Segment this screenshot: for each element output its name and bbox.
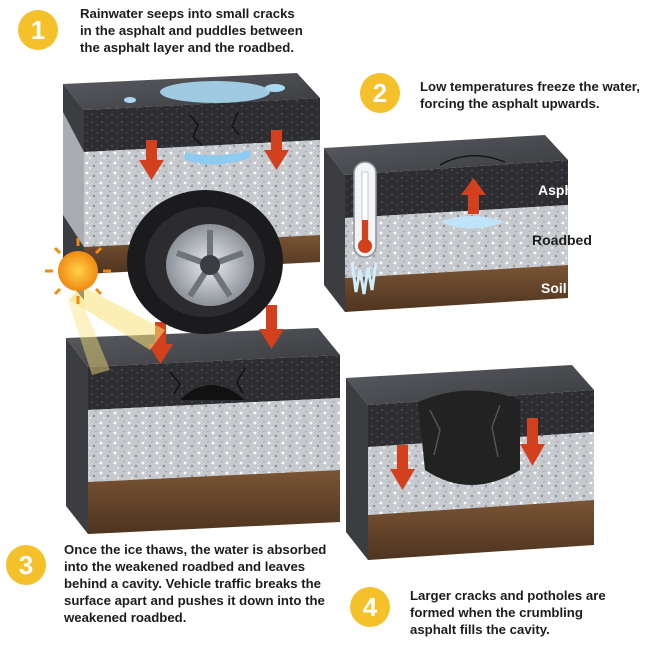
down-arrow-icon <box>390 445 415 490</box>
step-1-caption-line: Rainwater seeps into small cracks <box>80 6 295 21</box>
step-1-badge: 1 <box>18 10 58 50</box>
step-2-caption-line: forcing the asphalt upwards. <box>420 96 600 111</box>
step-4-caption-line: formed when the crumbling <box>410 605 583 620</box>
step-1-caption-line: in the asphalt and puddles between <box>80 23 303 38</box>
sun-icon <box>45 238 165 375</box>
step-2-badge: 2 <box>360 73 400 113</box>
step-3-caption-line: into the weakened roadbed and leaves <box>64 559 306 574</box>
step-2-caption: Low temperatures freeze the water, forci… <box>420 78 640 112</box>
step-3-caption-line: Once the ice thaws, the water is absorbe… <box>64 542 327 557</box>
step-3-caption-line: weakened roadbed. <box>64 610 187 625</box>
step-1-caption-line: the asphalt layer and the roadbed. <box>80 40 294 55</box>
layer-label-soil: Soil <box>541 280 567 296</box>
layer-label-asphalt: Asphalt <box>538 182 590 198</box>
block-step-3 <box>66 305 340 534</box>
block-step-4 <box>346 365 594 560</box>
step-3-badge: 3 <box>6 545 46 585</box>
step-4-badge: 4 <box>350 587 390 627</box>
layer-label-roadbed: Roadbed <box>532 232 592 248</box>
down-arrow-icon <box>139 140 164 180</box>
down-arrow-icon <box>259 305 284 349</box>
step-2-caption-line: Low temperatures freeze the water, <box>420 79 640 94</box>
step-4-caption-line: asphalt fills the cavity. <box>410 622 550 637</box>
step-1-caption: Rainwater seeps into small cracks in the… <box>80 5 303 56</box>
thermometer-icon <box>350 161 378 295</box>
up-arrow-icon <box>461 178 486 214</box>
step-3-caption-line: surface apart and pushes it down into th… <box>64 593 325 608</box>
step-4-caption-line: Larger cracks and potholes are <box>410 588 606 603</box>
block-step-2 <box>324 135 568 312</box>
step-4-caption: Larger cracks and potholes are formed wh… <box>410 587 606 638</box>
down-arrow-icon <box>520 418 545 466</box>
tire-icon <box>127 190 283 334</box>
step-3-caption: Once the ice thaws, the water is absorbe… <box>64 541 326 626</box>
down-arrow-icon <box>264 130 289 170</box>
step-3-caption-line: behind a cavity. Vehicle traffic breaks … <box>64 576 322 591</box>
